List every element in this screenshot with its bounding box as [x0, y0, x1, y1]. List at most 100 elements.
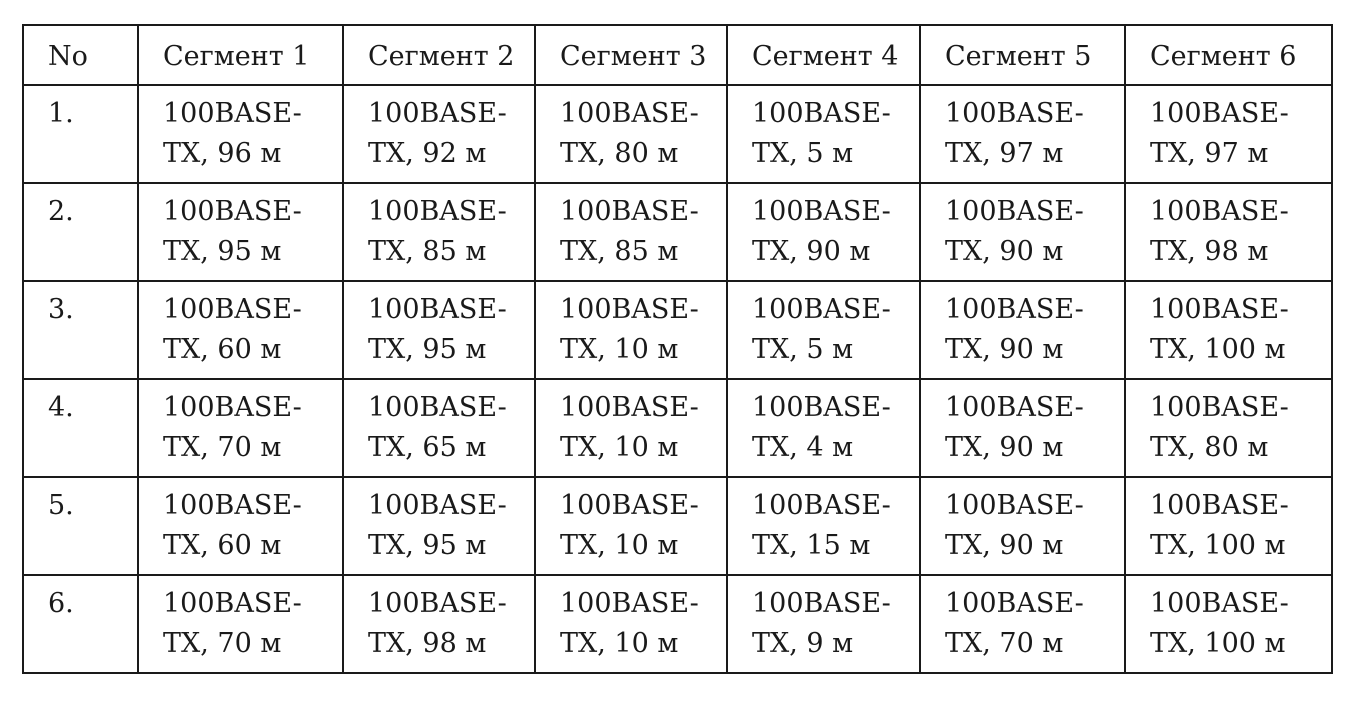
- segment-standard-text: 100BASE-: [945, 196, 1084, 227]
- segment-cell: 100BASE-TX, 70 м: [137, 378, 344, 478]
- header-cell-segment-5: Сегмент 5: [919, 24, 1126, 86]
- header-cell-segment-1: Сегмент 1: [137, 24, 344, 86]
- segment-cell: 100BASE-TX, 4 м: [726, 378, 921, 478]
- segment-cell: 100BASE- TX, 100 м: [1124, 574, 1333, 674]
- segment-standard-text: 100BASE-: [945, 588, 1084, 619]
- header-cell-segment-4: Сегмент 4: [726, 24, 921, 86]
- segment-length-text: TX, 100 м: [1150, 628, 1286, 659]
- segment-cell: 100BASE-TX, 60 м: [137, 476, 344, 576]
- segment-length-text: TX, 70 м: [945, 628, 1064, 659]
- segment-cell: 100BASE- TX, 90 м: [919, 280, 1126, 380]
- segment-length-text: TX, 10 м: [560, 334, 679, 365]
- segment-length-text: TX, 65 м: [368, 432, 487, 463]
- segment-length-text: TX, 80 м: [560, 138, 679, 169]
- segment-cell: 100BASE-TX, 96 м: [137, 84, 344, 184]
- segment-standard-text: 100BASE-: [560, 392, 699, 423]
- segment-length-text: TX, 5 м: [752, 334, 854, 365]
- segment-standard-text: 100BASE-: [368, 98, 507, 129]
- segment-length-text: TX, 90 м: [945, 432, 1064, 463]
- segment-cell: 100BASE-TX, 10 м: [534, 280, 728, 380]
- segment-standard-text: 100BASE-: [945, 490, 1084, 521]
- segment-cell: 100BASE-TX, 10 м: [534, 574, 728, 674]
- segment-standard-text: 100BASE-: [752, 490, 891, 521]
- segment-cell: 100BASE- TX, 70 м: [137, 574, 344, 674]
- segment-standard-text: 100BASE-: [752, 294, 891, 325]
- segment-standard-text: 100BASE-: [368, 588, 507, 619]
- segment-cell: 100BASE- TX, 90 м: [919, 182, 1126, 282]
- segment-standard-text: 100BASE-: [560, 196, 699, 227]
- segment-standard-text: 100BASE-: [163, 98, 302, 129]
- segment-length-text: TX, 92 м: [368, 138, 487, 169]
- header-cell-segment-3: Сегмент 3: [534, 24, 728, 86]
- segment-length-text: TX, 60 м: [163, 334, 282, 365]
- segment-length-text: TX, 15 м: [752, 530, 871, 561]
- row-number-cell: 5.: [22, 476, 139, 576]
- segment-standard-text: 100BASE-: [368, 196, 507, 227]
- segment-length-text: TX, 70 м: [163, 628, 282, 659]
- header-cell-no: No: [22, 24, 139, 86]
- segment-standard-text: 100BASE-: [752, 98, 891, 129]
- segment-cell: 100BASE- TX, 5 м: [726, 280, 921, 380]
- segment-standard-text: 100BASE-: [752, 196, 891, 227]
- segment-cell: 100BASE-TX, 85 м: [342, 182, 536, 282]
- header-cell-segment-6: Сегмент 6: [1124, 24, 1333, 86]
- header-row: No Сегмент 1 Сегмент 2 Сегмент 3 Сегмент…: [22, 24, 1333, 86]
- segment-length-text: TX, 9 м: [752, 628, 854, 659]
- segment-length-text: TX, 90 м: [945, 236, 1064, 267]
- segment-standard-text: 100BASE-: [163, 490, 302, 521]
- header-cell-segment-2: Сегмент 2: [342, 24, 536, 86]
- row-number-cell: 6.: [22, 574, 139, 674]
- segment-standard-text: 100BASE-: [163, 294, 302, 325]
- segment-length-text: TX, 95 м: [368, 530, 487, 561]
- segment-standard-text: 100BASE-: [752, 588, 891, 619]
- segment-length-text: TX, 98 м: [368, 628, 487, 659]
- segment-length-text: TX, 100 м: [1150, 334, 1286, 365]
- segment-cell: 100BASE- TX, 15 м: [726, 476, 921, 576]
- segment-cell: 100BASE- TX, 92 м: [342, 84, 536, 184]
- segment-standard-text: 100BASE-: [368, 392, 507, 423]
- segment-cell: 100BASE- TX, 97 м: [1124, 84, 1333, 184]
- segment-cell: 100BASE- TX, 97 м: [919, 84, 1126, 184]
- segment-length-text: TX, 97 м: [1150, 138, 1269, 169]
- segment-cell: 100BASE-TX, 95 м: [342, 280, 536, 380]
- segment-cell: 100BASE-TX, 90 м: [919, 476, 1126, 576]
- segment-cell: 100BASE-TX, 100 м: [1124, 476, 1333, 576]
- segment-cell: 100BASE-TX, 5 м: [726, 84, 921, 184]
- segment-cell: 100BASE- TX, 60 м: [137, 280, 344, 380]
- segment-cell: 100BASE-TX, 90 м: [726, 182, 921, 282]
- segment-length-text: TX, 80 м: [1150, 432, 1269, 463]
- segment-cell: 100BASE- TX, 9 м: [726, 574, 921, 674]
- segment-length-text: TX, 4 м: [752, 432, 854, 463]
- segment-standard-text: 100BASE-: [1150, 588, 1289, 619]
- segment-standard-text: 100BASE-: [163, 196, 302, 227]
- segment-length-text: TX, 98 м: [1150, 236, 1269, 267]
- segment-cell: 100BASE-TX, 80 м: [534, 84, 728, 184]
- segment-standard-text: 100BASE-: [1150, 98, 1289, 129]
- segment-cell: 100BASE-TX, 95 м: [137, 182, 344, 282]
- segment-cell: 100BASE- TX, 90 м: [919, 378, 1126, 478]
- row-number-cell: 1.: [22, 84, 139, 184]
- segment-standard-text: 100BASE-: [945, 294, 1084, 325]
- segment-standard-text: 100BASE-: [560, 588, 699, 619]
- segment-cell: 100BASE-TX, 85 м: [534, 182, 728, 282]
- segment-standard-text: 100BASE-: [945, 98, 1084, 129]
- segment-standard-text: 100BASE-: [945, 392, 1084, 423]
- segment-standard-text: 100BASE-: [1150, 490, 1289, 521]
- segment-standard-text: 100BASE-: [163, 588, 302, 619]
- segment-cell: 100BASE-TX, 98 м: [1124, 182, 1333, 282]
- segment-cell: 100BASE-TX, 10 м: [534, 378, 728, 478]
- table-row: 6. 100BASE- TX, 70 м 100BASE- TX, 98 м 100BAS…: [22, 574, 1333, 674]
- segment-standard-text: 100BASE-: [368, 490, 507, 521]
- segment-cell: 100BASE-TX, 80 м: [1124, 378, 1333, 478]
- segment-cell: 100BASE- TX, 70 м: [919, 574, 1126, 674]
- table-header: No Сегмент 1 Сегмент 2 Сегмент 3 Сегмент…: [22, 24, 1333, 86]
- segment-length-text: TX, 90 м: [945, 334, 1064, 365]
- segment-cell: 100BASE- TX, 65 м: [342, 378, 536, 478]
- row-number-cell: 4.: [22, 378, 139, 478]
- segment-length-text: TX, 97 м: [945, 138, 1064, 169]
